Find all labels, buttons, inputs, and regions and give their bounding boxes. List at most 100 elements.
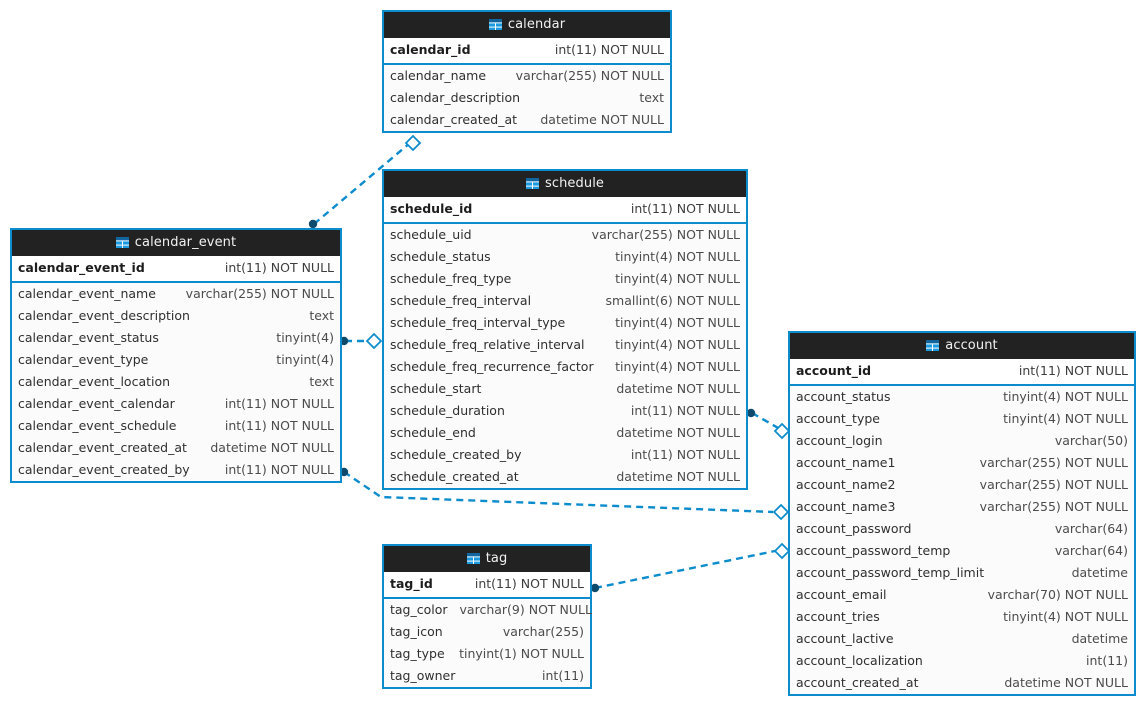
column-type: int(11) NOT NULL <box>630 447 740 462</box>
column-type: varchar(64) <box>1054 521 1128 536</box>
entity-title: schedule <box>544 176 605 191</box>
entity-header-calendar[interactable]: calendar <box>384 12 670 38</box>
column-name: calendar_event_type <box>18 352 149 367</box>
column-type: datetime NOT NULL <box>616 469 740 484</box>
column-type: tinyint(4) NOT NULL <box>615 337 740 352</box>
entity-header-schedule[interactable]: schedule <box>384 171 746 197</box>
column-type: varchar(255) NOT NULL <box>979 455 1128 470</box>
table-icon <box>926 340 940 351</box>
entity-title: calendar_event <box>134 235 237 250</box>
column-name: calendar_created_at <box>390 112 518 127</box>
relationship-endpoint-diamond <box>773 422 791 440</box>
entity-header-tag[interactable]: tag <box>384 546 590 572</box>
column-type: varchar(255) NOT NULL <box>185 286 334 301</box>
column-type: tinyint(1) NOT NULL <box>459 646 584 661</box>
entity-header-calendar_event[interactable]: calendar_event <box>12 230 340 256</box>
column-name: schedule_end <box>390 425 476 440</box>
column-type: int(11) NOT NULL <box>630 201 740 216</box>
column-name: tag_type <box>390 646 445 661</box>
relationship-endpoint-diamond <box>365 332 383 350</box>
column-type: tinyint(4) NOT NULL <box>1003 389 1128 404</box>
column-type: datetime NOT NULL <box>210 440 334 455</box>
column-type: text <box>639 90 664 105</box>
table-icon <box>525 178 539 189</box>
column-row[interactable]: schedule_status tinyint(4) NOT NULL <box>384 246 746 268</box>
column-type: varchar(255) NOT NULL <box>979 477 1128 492</box>
column-name: account_type <box>796 411 880 426</box>
column-name: calendar_event_description <box>18 308 190 323</box>
column-type: int(11) NOT NULL <box>224 260 334 275</box>
column-type: tinyint(4) NOT NULL <box>615 315 740 330</box>
column-row[interactable]: tag_type tinyint(1) NOT NULL <box>384 643 590 665</box>
column-name: tag_owner <box>390 668 456 683</box>
column-name: calendar_event_status <box>18 330 159 345</box>
column-type: tinyint(4) NOT NULL <box>615 359 740 374</box>
entity-title: calendar <box>507 17 566 32</box>
column-type: int(11) <box>1086 653 1128 668</box>
table-icon <box>115 237 129 248</box>
column-name: schedule_created_at <box>390 469 519 484</box>
entity-header-account[interactable]: account <box>790 333 1134 359</box>
column-type: varchar(255) <box>502 624 584 639</box>
column-type: tinyint(4) NOT NULL <box>615 249 740 264</box>
column-name: schedule_status <box>390 249 491 264</box>
column-row[interactable]: schedule_created_at datetime NOT NULL <box>384 466 746 488</box>
column-type: int(11) NOT NULL <box>224 462 334 477</box>
